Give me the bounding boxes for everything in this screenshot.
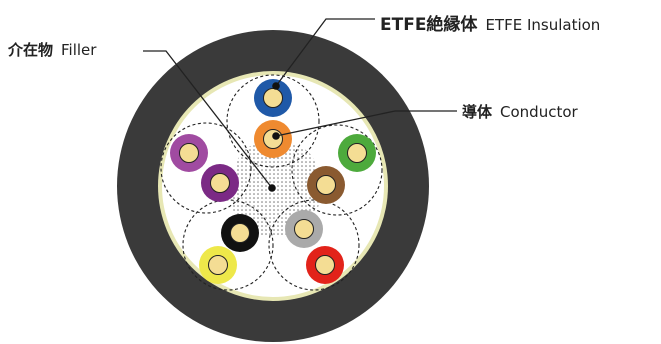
filler-label: 介在物 Filler bbox=[8, 39, 96, 60]
conductor-label: 導体 Conductor bbox=[462, 101, 578, 122]
insulation-label-en: ETFE Insulation bbox=[485, 16, 601, 34]
sub-unit-left bbox=[160, 122, 252, 214]
wire-blue bbox=[254, 79, 292, 117]
wires-group bbox=[170, 79, 376, 284]
wire-green-conductor bbox=[347, 143, 367, 163]
wire-blue-conductor bbox=[263, 88, 283, 108]
filler-label-en: Filler bbox=[61, 41, 97, 59]
wire-brown-conductor bbox=[316, 175, 336, 195]
conductor-leader-dot bbox=[272, 132, 280, 140]
wire-purple-light bbox=[170, 134, 208, 172]
wire-red bbox=[306, 246, 344, 284]
conductor-label-jp: 導体 bbox=[462, 103, 493, 121]
conductor-label-en: Conductor bbox=[500, 103, 578, 121]
wire-green bbox=[338, 134, 376, 172]
wire-purple-light-conductor bbox=[179, 143, 199, 163]
leader-lines bbox=[143, 18, 457, 189]
wire-orange-conductor bbox=[263, 129, 283, 149]
filler-leader-dot bbox=[268, 184, 276, 192]
sub-unit-top bbox=[226, 74, 320, 168]
insulation-label: ETFE絶縁体 ETFE Insulation bbox=[380, 10, 600, 35]
insulation-leader-dot bbox=[272, 82, 280, 90]
wire-red-conductor bbox=[315, 255, 335, 275]
wire-black-conductor bbox=[230, 223, 250, 243]
conductor-leader-line bbox=[275, 110, 457, 137]
sub-unit-right bbox=[291, 124, 383, 216]
insulation-leader-line bbox=[275, 18, 375, 87]
wire-orange bbox=[254, 120, 292, 158]
wire-yellow bbox=[199, 246, 237, 284]
wire-gray-conductor bbox=[294, 219, 314, 239]
leader-endpoints bbox=[268, 82, 280, 192]
wire-purple-dark bbox=[201, 164, 239, 202]
wire-black bbox=[221, 214, 259, 252]
wire-gray bbox=[285, 210, 323, 248]
insulation-label-jp: ETFE絶縁体 bbox=[380, 15, 478, 35]
wire-brown bbox=[307, 166, 345, 204]
filler-leader-line bbox=[143, 50, 273, 189]
wire-purple-dark-conductor bbox=[210, 173, 230, 193]
wire-yellow-conductor bbox=[208, 255, 228, 275]
sub-unit-bottom-right bbox=[268, 199, 360, 291]
filler-label-jp: 介在物 bbox=[8, 41, 54, 59]
